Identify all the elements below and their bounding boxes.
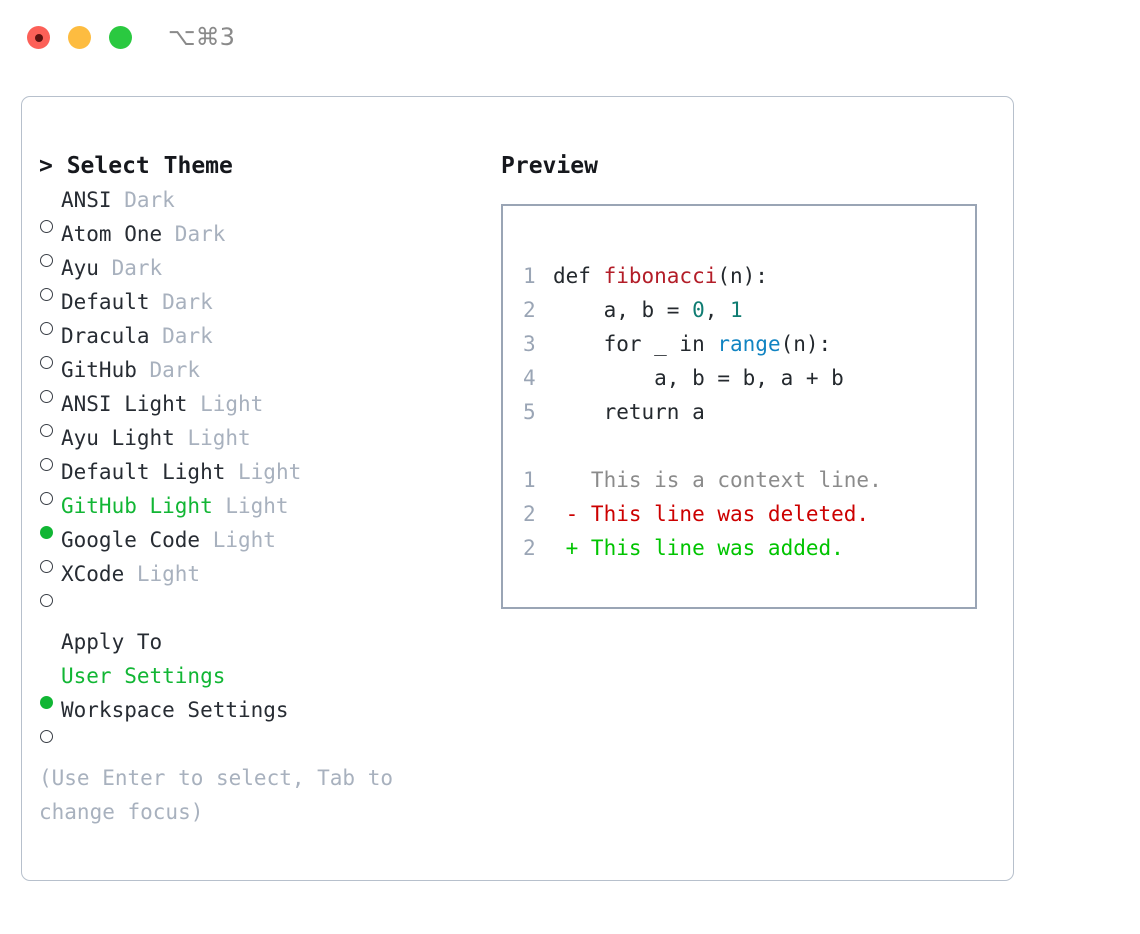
theme-option-xcode[interactable]: XCode Light: [39, 557, 499, 607]
theme-option-label: ANSI: [61, 188, 112, 212]
line-number: 3: [523, 332, 536, 356]
theme-option-default[interactable]: Default Dark: [39, 285, 499, 335]
code-line-text: a, b = 0, 1: [553, 293, 743, 327]
theme-option-atom-one[interactable]: Atom One Dark: [39, 217, 499, 267]
apply-to-option-label: Workspace Settings: [61, 698, 289, 722]
code-token: return a: [553, 400, 705, 424]
code-token: (n):: [780, 332, 832, 356]
apply-to-option-label: User Settings: [61, 664, 226, 688]
code-token: 1: [730, 298, 743, 322]
theme-option-category: Light: [212, 494, 289, 518]
theme-option-dracula[interactable]: Dracula Dark: [39, 319, 499, 369]
theme-option-default-light[interactable]: Default Light Light: [39, 455, 499, 505]
theme-option-category: Dark: [98, 256, 163, 280]
theme-option-github-light[interactable]: GitHub Light Light: [39, 489, 499, 539]
theme-option-category: Dark: [149, 324, 213, 348]
theme-option-github[interactable]: GitHub Dark: [39, 353, 499, 403]
diff-line-del: 2 - This line was deleted.: [523, 497, 882, 531]
code-line: 5 return a: [523, 395, 882, 429]
line-number: 1: [523, 468, 536, 492]
theme-option-label: Ayu: [61, 256, 99, 280]
code-token: 0: [692, 298, 705, 322]
theme-option-category: Dark: [136, 358, 201, 382]
theme-option-ayu[interactable]: Ayu Dark: [39, 251, 499, 301]
diff-line-text: + This line was added.: [553, 536, 844, 560]
theme-option-category: Light: [174, 426, 251, 450]
apply-to-header: Apply To: [61, 630, 163, 654]
line-number: 2: [523, 502, 536, 526]
theme-option-label: Google Code: [61, 528, 201, 552]
theme-option-category: Dark: [149, 290, 213, 314]
minimize-button[interactable]: [68, 26, 91, 49]
line-number: 2: [523, 536, 536, 560]
code-line-text: def fibonacci(n):: [553, 259, 768, 293]
code-token: ,: [704, 298, 731, 322]
theme-option-category: Light: [187, 392, 264, 416]
theme-option-label: GitHub Light: [61, 494, 213, 518]
theme-option-category: Light: [200, 528, 276, 552]
theme-option-label: XCode: [61, 562, 125, 586]
code-token: def: [553, 264, 604, 288]
diff-line-text: This is a context line.: [553, 468, 882, 492]
apply-to-option-user-settings[interactable]: User Settings: [39, 659, 499, 709]
code-line-text: return a: [553, 395, 705, 429]
line-number: 1: [523, 264, 536, 288]
code-blank-line: [523, 429, 882, 463]
theme-option-category: Light: [225, 460, 302, 484]
select-theme-header: > Select Theme: [39, 153, 233, 179]
theme-option-label: GitHub: [61, 358, 137, 382]
keyboard-shortcut-label: ⌥⌘3: [168, 23, 235, 51]
theme-option-ansi[interactable]: ANSI Dark: [39, 183, 499, 233]
code-token: range: [717, 332, 781, 356]
diff-line-ctx: 1 This is a context line.: [523, 463, 882, 497]
code-token: (n):: [717, 264, 768, 288]
zoom-button[interactable]: [109, 26, 132, 49]
preview-title: Preview: [501, 153, 598, 179]
code-line-text: a, b = b, a + b: [553, 361, 844, 395]
line-number: 2: [523, 298, 536, 322]
theme-option-label: Default Light: [61, 460, 226, 484]
title-bar: ⌥⌘3: [0, 0, 1140, 76]
code-token: for _ in: [553, 332, 718, 356]
keyboard-hint-text: (Use Enter to select, Tab to change focu…: [39, 766, 394, 824]
code-line: 4 a, b = b, a + b: [523, 361, 882, 395]
diff-line-add: 2 + This line was added.: [523, 531, 882, 565]
code-line-text: for _ in range(n):: [553, 327, 832, 361]
code-token: a, b = b, a + b: [553, 366, 844, 390]
line-number: 5: [523, 400, 536, 424]
line-number: 4: [523, 366, 536, 390]
theme-option-label: Ayu Light: [61, 426, 175, 450]
theme-option-category: Light: [124, 562, 201, 586]
traffic-lights: [27, 26, 132, 49]
theme-option-category: Dark: [162, 222, 226, 246]
code-token: a, b =: [553, 298, 693, 322]
code-token: fibonacci: [603, 264, 718, 288]
code-line: 3 for _ in range(n):: [523, 327, 882, 361]
theme-option-label: ANSI Light: [61, 392, 188, 416]
diff-line-text: - This line was deleted.: [553, 502, 870, 526]
code-line: 2 a, b = 0, 1: [523, 293, 882, 327]
theme-option-category: Dark: [111, 188, 175, 212]
theme-option-label: Dracula: [61, 324, 150, 348]
theme-option-google-code[interactable]: Google Code Light: [39, 523, 499, 573]
theme-option-label: Atom One: [61, 222, 163, 246]
theme-option-label: Default: [61, 290, 150, 314]
close-button[interactable]: [27, 26, 50, 49]
theme-option-ansi-light[interactable]: ANSI Light Light: [39, 387, 499, 437]
apply-to-option-workspace-settings[interactable]: Workspace Settings: [39, 693, 499, 743]
theme-option-ayu-light[interactable]: Ayu Light Light: [39, 421, 499, 471]
code-line: 1 def fibonacci(n):: [523, 259, 882, 293]
